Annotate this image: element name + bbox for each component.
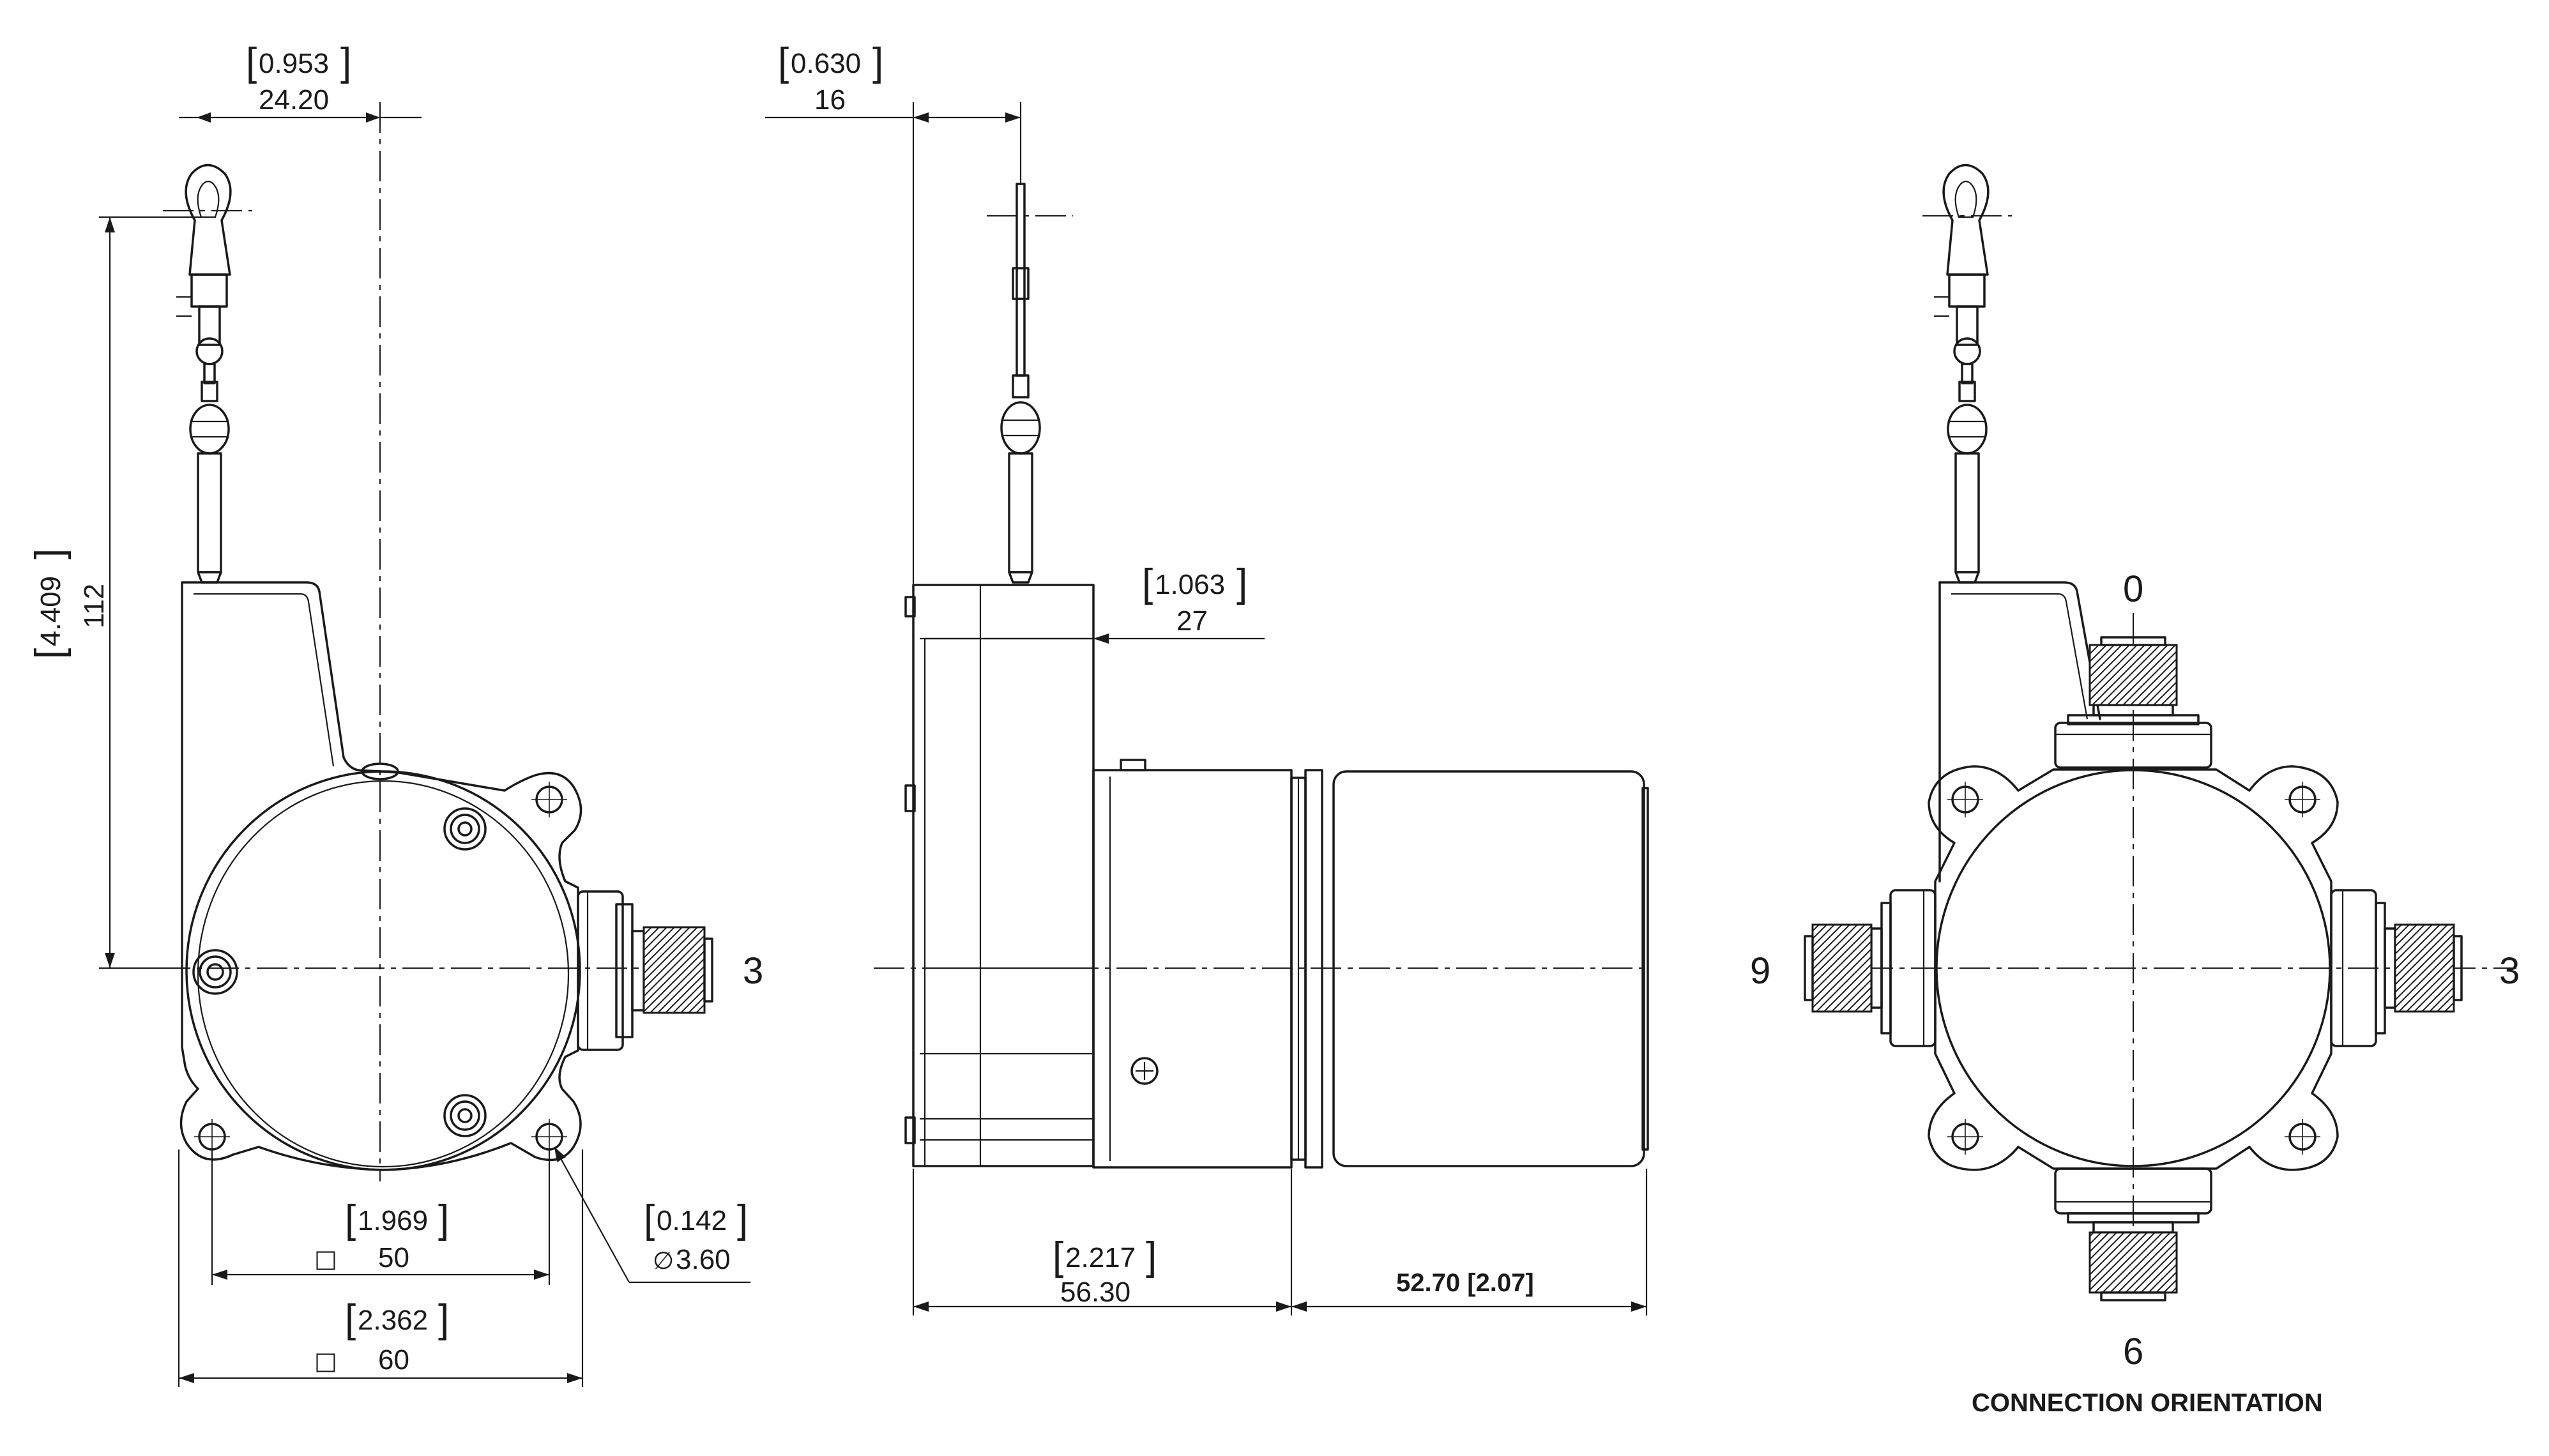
svg-text:[: [ [1053, 1234, 1063, 1278]
dim-side-offset-mm: 16 [814, 84, 846, 116]
front-dial-inner [197, 780, 570, 1168]
side-view: [] 0.630 16 [] 1.063 27 [] 2.217 56.30 [765, 40, 1649, 1316]
dim-depth-inch: 1.063 [1155, 569, 1225, 600]
svg-text:[: [ [644, 1197, 655, 1241]
conn-connector-right [2330, 889, 2463, 1047]
dim-front-cable-offset: [] 0.953 24.20 [179, 40, 422, 123]
conn-connector-bottom [2054, 1167, 2212, 1301]
dim-encoder-text: 52.70 [2.07] [1396, 1269, 1534, 1297]
svg-text:[: [ [27, 648, 72, 659]
svg-text:]: ] [1236, 561, 1247, 605]
diameter-symbol: ∅ [653, 1247, 674, 1275]
svg-text:[: [ [246, 40, 257, 84]
orientation-label-left: 9 [1750, 950, 1770, 992]
svg-text:[: [ [1142, 561, 1153, 605]
orientation-label-top: 0 [2123, 568, 2143, 610]
svg-text:]: ] [1146, 1234, 1157, 1278]
dim-body-inch: 2.217 [1065, 1242, 1136, 1273]
dim-hole-diameter: [] 0.142 ∅ 3.60 [554, 1146, 750, 1284]
svg-text:[: [ [345, 1197, 356, 1241]
dim-depth-mm: 27 [1176, 605, 1208, 637]
square-symbol-1: □ [314, 1245, 337, 1273]
dim-hole-inch: 0.142 [657, 1205, 727, 1236]
dim-bolt-mm: 50 [378, 1242, 409, 1273]
dim-bolt-inch: 1.969 [358, 1205, 428, 1236]
conn-connector-top [2054, 636, 2212, 769]
side-cable-assembly [1000, 183, 1041, 584]
svg-text:]: ] [438, 1297, 449, 1341]
conn-cable-clip [1934, 163, 1990, 584]
dim-encoder-length: 52.70 [2.07] [1291, 1269, 1647, 1312]
conn-housing [1928, 765, 2339, 1171]
orientation-label-bottom: 6 [2123, 1331, 2143, 1372]
connection-orientation-caption: CONNECTION ORIENTATION [1972, 1389, 2323, 1417]
connection-view: 0 3 6 9 CONNECTION ORIENTATION [1750, 163, 2520, 1417]
dim-width-mm: 60 [378, 1344, 409, 1376]
dim-height-inch: 4.409 [35, 576, 66, 646]
conn-connector-left [1804, 889, 1936, 1047]
conn-dial [1935, 769, 2331, 1167]
svg-text:]: ] [737, 1197, 748, 1241]
dim-front-height: [] 4.409 112 [27, 216, 204, 969]
square-symbol-2: □ [314, 1347, 337, 1375]
cable-clip [176, 163, 232, 584]
svg-text:]: ] [27, 549, 72, 559]
dim-hole-mm: 3.60 [676, 1244, 731, 1275]
front-housing [179, 581, 582, 1171]
dim-body-length: [] 2.217 56.30 [912, 1169, 1648, 1316]
orientation-label-right: 3 [2499, 950, 2520, 992]
dim-width-inch: 2.362 [358, 1305, 428, 1336]
front-view: 3 [] 0.953 24.20 [] 4.409 112 [27, 40, 763, 1387]
dim-side-cable-offset: [] 0.630 16 [765, 40, 1022, 584]
front-dial-outer [185, 770, 581, 1171]
svg-text:]: ] [340, 40, 351, 84]
svg-text:[: [ [345, 1297, 356, 1341]
dim-front-offset-inch: 0.953 [259, 48, 329, 79]
dim-bolt-spacing: [] 1.969 □ 50 [211, 1149, 551, 1285]
dim-body-mm: 56.30 [1060, 1277, 1130, 1308]
svg-text:[: [ [778, 40, 789, 84]
dim-side-offset-inch: 0.630 [791, 48, 861, 79]
side-housing [904, 584, 1095, 1167]
dim-height-mm: 112 [79, 584, 110, 628]
svg-text:]: ] [438, 1197, 449, 1241]
dim-front-offset-mm: 24.20 [259, 84, 329, 116]
dim-housing-depth: [] 1.063 27 [920, 561, 1265, 644]
side-encoder-body [1092, 759, 1649, 1169]
front-connector [577, 890, 713, 1051]
svg-text:]: ] [872, 40, 883, 84]
dim-overall-width: [] 2.362 □ 60 [178, 1149, 584, 1387]
front-connector-label: 3 [743, 950, 763, 992]
